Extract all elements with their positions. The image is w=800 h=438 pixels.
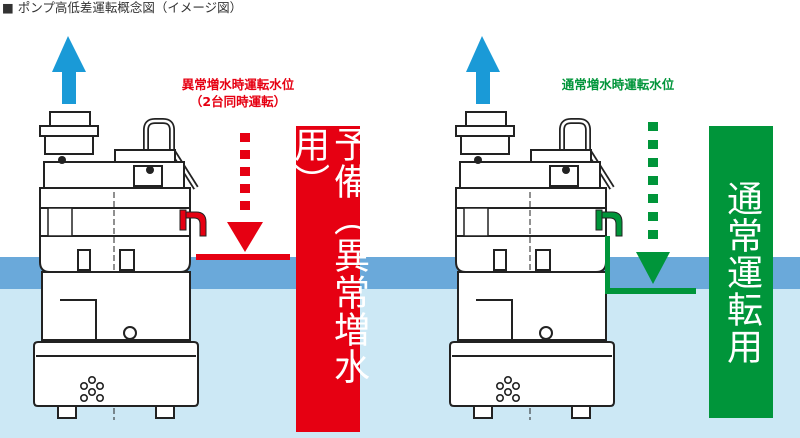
flow-up-arrow-icon-left bbox=[52, 36, 86, 104]
float-switch-left bbox=[183, 211, 207, 237]
normal-operation-panel: 通常運転用 bbox=[709, 126, 773, 418]
normal-level-label: 通常増水時運転水位 bbox=[561, 77, 675, 92]
emergency-level-label-line1: 異常増水時運転水位 bbox=[181, 77, 295, 92]
submersible-pump-icon-right bbox=[450, 112, 614, 420]
float-switch-right bbox=[599, 211, 623, 237]
level-line-left bbox=[196, 254, 290, 260]
standby-panel: 予備（異常増水用） bbox=[288, 126, 369, 432]
figure-caption: ■ ポンプ高低差運転概念図（イメージ図） bbox=[2, 0, 243, 15]
submersible-pump-icon-left bbox=[34, 112, 198, 420]
level-line-right bbox=[605, 288, 696, 294]
emergency-level-label-line2: （2台同時運転） bbox=[189, 94, 287, 109]
standby-panel-text: 予備（異常増水用） bbox=[288, 126, 369, 385]
level-down-arrow-icon-right bbox=[636, 122, 670, 284]
level-down-arrow-icon-left bbox=[227, 133, 263, 252]
emergency-level-label: 異常増水時運転水位 （2台同時運転） bbox=[118, 76, 358, 110]
normal-operation-panel-text: 通常運転用 bbox=[721, 179, 762, 365]
flow-up-arrow-icon-right bbox=[466, 36, 500, 104]
